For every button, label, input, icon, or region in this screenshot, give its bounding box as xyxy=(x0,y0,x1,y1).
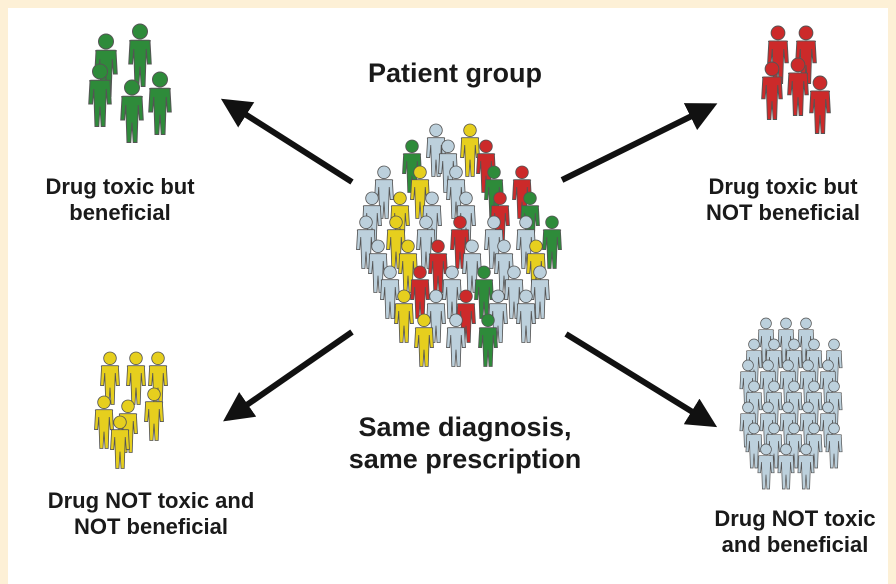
patient-figure xyxy=(460,123,480,177)
patient-figure xyxy=(416,215,436,269)
patient-figure xyxy=(380,265,400,319)
patient-figure xyxy=(426,289,446,343)
blue-person xyxy=(757,317,775,364)
patient-figure xyxy=(462,239,482,293)
green-person xyxy=(148,71,172,135)
blue-person xyxy=(805,422,823,469)
arrow-to-not-toxic-beneficial xyxy=(564,331,718,428)
blue-person xyxy=(739,401,757,448)
patient-figure xyxy=(410,165,430,219)
blue-person xyxy=(745,380,763,427)
red-person xyxy=(795,25,817,84)
patient-figure xyxy=(386,215,406,269)
subtitle-same-diagnosis: Same diagnosis, same prescription xyxy=(348,412,582,474)
blue-person xyxy=(825,422,843,469)
patient-figure xyxy=(450,215,470,269)
patient-figure xyxy=(504,265,524,319)
green-person xyxy=(120,79,144,143)
green-person xyxy=(128,23,152,87)
patient-figure xyxy=(476,139,496,193)
yellow-person xyxy=(110,415,130,469)
arrow-to-toxic-not-beneficial xyxy=(560,103,718,183)
yellow-person xyxy=(94,395,114,449)
patient-figure xyxy=(356,215,376,269)
blue-person xyxy=(777,443,795,490)
blue-person xyxy=(785,338,803,385)
blue-person xyxy=(797,317,815,364)
patient-figure xyxy=(494,239,514,293)
blue-person xyxy=(765,422,783,469)
arrow-to-not-toxic-not-beneficial xyxy=(223,329,354,422)
patient-figure xyxy=(478,313,498,367)
blue-person xyxy=(759,359,777,406)
blue-person xyxy=(797,443,815,490)
patient-figure xyxy=(542,215,562,269)
group-toxic-beneficial-figures xyxy=(88,23,172,143)
patient-figure xyxy=(374,165,394,219)
blue-person xyxy=(825,338,843,385)
patient-figure xyxy=(446,313,466,367)
patient-figure xyxy=(426,123,446,177)
arrow-to-toxic-beneficial xyxy=(220,98,354,185)
patient-figure xyxy=(530,265,550,319)
patient-figure xyxy=(516,215,536,269)
patient-crowd xyxy=(356,123,562,367)
red-person xyxy=(761,61,783,120)
blue-person xyxy=(777,317,795,364)
patient-figure xyxy=(488,289,508,343)
red-person xyxy=(767,25,789,84)
arrows xyxy=(220,98,718,428)
patient-figure xyxy=(394,289,414,343)
label-toxic-not-beneficial: Drug toxic but NOT beneficial xyxy=(705,174,861,225)
patient-figure xyxy=(456,289,476,343)
yellow-person xyxy=(144,387,164,441)
patient-figure xyxy=(516,289,536,343)
patient-figure xyxy=(438,139,458,193)
yellow-person xyxy=(148,351,168,405)
title-patient-group: Patient group xyxy=(368,58,542,88)
blue-person xyxy=(825,380,843,427)
label-not-toxic-not-beneficial: Drug NOT toxic and NOT beneficial xyxy=(47,488,255,539)
group-not-toxic-beneficial-figures xyxy=(739,317,843,490)
patient-figure xyxy=(414,313,434,367)
patient-figure xyxy=(446,165,466,219)
patient-figure xyxy=(442,265,462,319)
yellow-person xyxy=(100,351,120,405)
patient-figure xyxy=(368,239,388,293)
red-person xyxy=(809,75,831,134)
label-toxic-beneficial: Drug toxic but beneficial xyxy=(45,174,195,225)
patient-figure xyxy=(474,265,494,319)
patient-figure xyxy=(484,215,504,269)
blue-person xyxy=(757,443,775,490)
patient-figure xyxy=(410,265,430,319)
patient-figure xyxy=(398,239,418,293)
blue-person xyxy=(759,401,777,448)
yellow-person xyxy=(126,351,146,405)
green-person xyxy=(88,63,112,127)
group-not-toxic-not-beneficial-figures xyxy=(94,351,168,469)
red-person xyxy=(787,57,809,116)
patient-figure xyxy=(428,239,448,293)
group-toxic-not-beneficial-figures xyxy=(761,25,831,134)
blue-person xyxy=(739,359,757,406)
label-not-toxic-beneficial: Drug NOT toxic and beneficial xyxy=(714,506,876,557)
blue-person xyxy=(745,422,763,469)
